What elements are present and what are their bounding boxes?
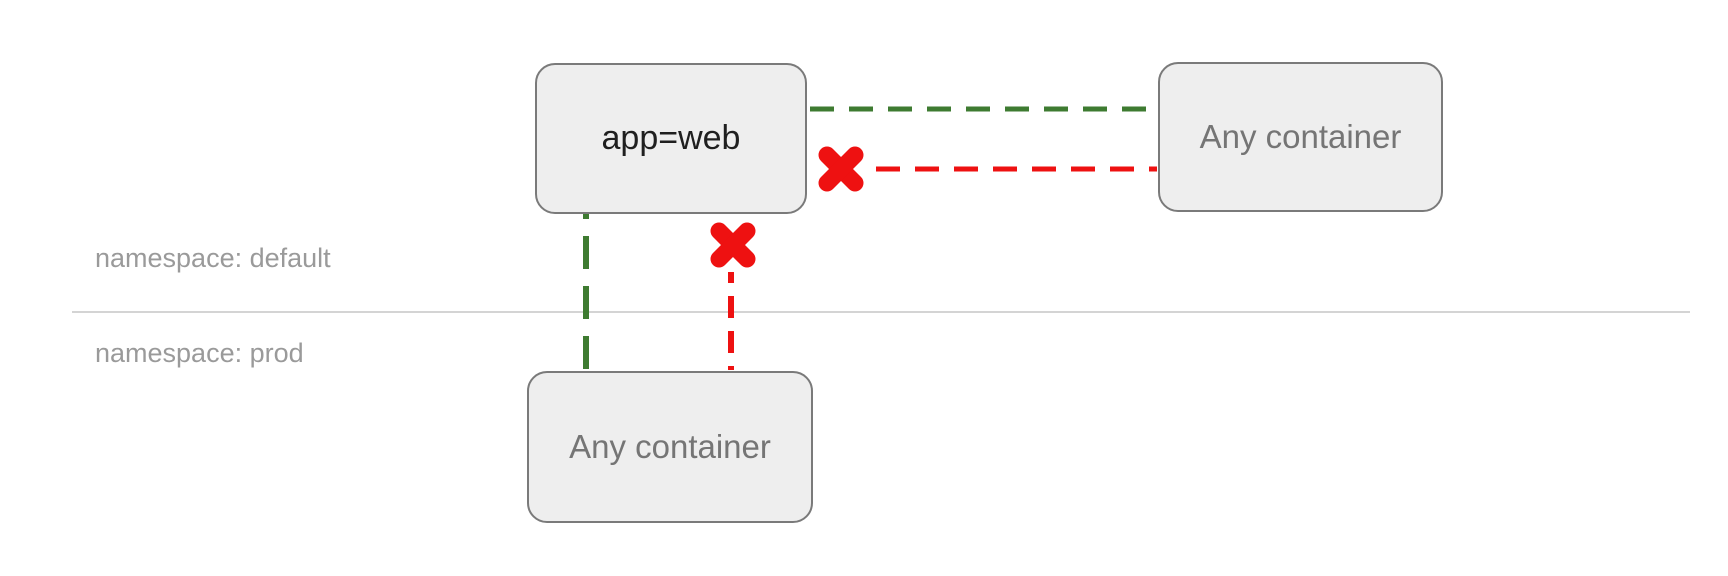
namespace-divider [72,311,1690,313]
namespace-prod-label: namespace: prod [95,338,304,368]
blocked-x-icon [710,222,756,268]
blocked-x-icon [818,146,864,192]
node-any-container-prod: Any container [527,371,813,523]
namespace-default-label: namespace: default [95,243,331,273]
node-app-web-label: app=web [601,119,741,157]
node-any-container-prod-label: Any container [569,428,771,465]
blocked-x-stroke [818,146,864,192]
node-app-web: app=web [535,63,807,214]
node-any-container-default: Any container [1158,62,1443,212]
node-any-container-default-label: Any container [1199,118,1402,155]
blocked-x-stroke [710,222,756,268]
